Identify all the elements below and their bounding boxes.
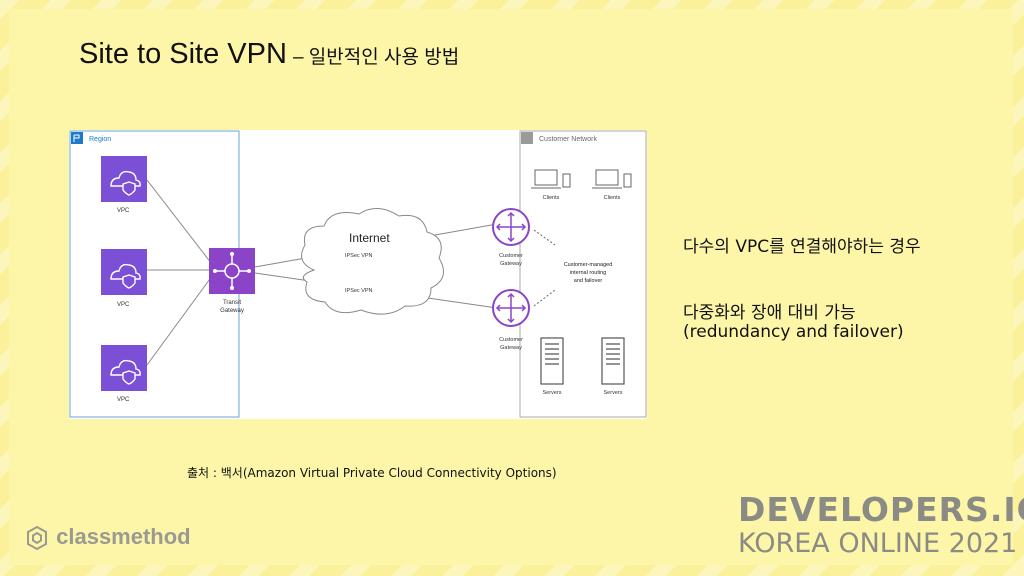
clients-label-1: Clients (543, 195, 560, 201)
servers-label-1: Servers (543, 390, 562, 396)
note-line-3: (redundancy and failover) (683, 322, 904, 342)
routing-note-1: Customer-managed (564, 262, 613, 268)
customer-network-box (519, 130, 647, 418)
server-icon (540, 337, 564, 385)
internet-cloud-icon (301, 208, 444, 315)
customer-network-label: Customer Network (539, 136, 597, 143)
customer-gateway-icon (492, 289, 530, 327)
transit-gateway-label-1: Transit (223, 300, 241, 306)
transit-gateway-label-2: Gateway (220, 308, 244, 314)
internet-label: Internet (349, 231, 390, 245)
vpc-label-2: VPC (117, 302, 130, 308)
network-diagram: Region Customer Network VPC VPC (69, 130, 647, 419)
routing-note-2: internal routing (570, 270, 606, 276)
vpc-label-1: VPC (117, 208, 130, 214)
region-label: Region (89, 136, 111, 143)
building-icon (521, 132, 533, 144)
customer-gateway-label-1a: Customer (499, 253, 523, 259)
title-main: Site to Site VPN (79, 38, 287, 70)
vpc-icon (101, 249, 147, 295)
korea-online-label: KOREA ONLINE 2021 (738, 528, 1018, 559)
transit-gateway-icon (209, 248, 255, 294)
classmethod-label: classmethod (56, 524, 191, 549)
source-caption: 출처 : 백서(Amazon Virtual Private Cloud Con… (187, 466, 557, 480)
customer-gateway-label-2b: Gateway (500, 345, 522, 351)
vpc-label-3: VPC (117, 397, 130, 403)
page-title: Site to Site VPN– 일반적인 사용 방법 (79, 38, 459, 71)
developers-io-logo: DEVELOPERS.IO (738, 490, 1024, 529)
customer-gateway-label-2a: Customer (499, 337, 523, 343)
note-line-1: 다수의 VPC를 연결해야하는 경우 (683, 237, 921, 257)
servers-label-2: Servers (604, 390, 623, 396)
routing-note-3: and failover (574, 278, 603, 284)
note-line-2: 다중화와 장애 대비 가능 (683, 303, 856, 323)
vpc-icon (101, 345, 147, 391)
ipsec-label-2: IPSec VPN (345, 288, 373, 294)
classmethod-logo: classmethod (24, 524, 191, 551)
customer-gateway-icon (492, 208, 530, 246)
client-laptop-icon (531, 169, 571, 189)
title-sub: – 일반적인 사용 방법 (292, 47, 460, 68)
ipsec-label-1: IPSec VPN (345, 253, 373, 259)
diagram-svg: Region Customer Network VPC VPC (69, 130, 647, 418)
customer-gateway-label-1b: Gateway (500, 261, 522, 267)
classmethod-icon (27, 526, 47, 551)
clients-label-2: Clients (604, 195, 621, 201)
server-icon (601, 337, 625, 385)
vpc-icon (101, 156, 147, 202)
client-laptop-icon (592, 169, 632, 189)
